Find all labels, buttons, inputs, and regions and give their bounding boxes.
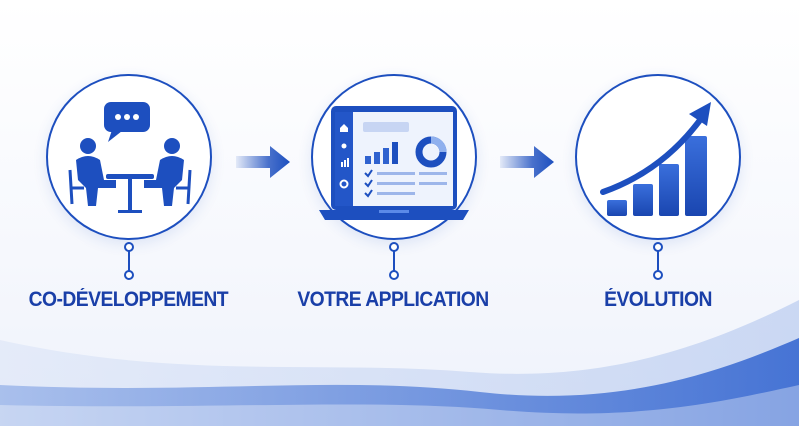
connector-dot-bottom bbox=[653, 270, 663, 280]
arrow-right-icon bbox=[500, 146, 554, 178]
meeting-icon bbox=[68, 102, 192, 213]
arrow-right-icon bbox=[236, 146, 290, 178]
growth-chart-icon bbox=[600, 102, 711, 216]
step-connector bbox=[393, 248, 395, 272]
connector-dot-bottom bbox=[389, 270, 399, 280]
step-circle bbox=[575, 74, 741, 240]
step-connector bbox=[128, 248, 130, 272]
step-label: CO-DÉVELOPPEMENT bbox=[28, 288, 229, 311]
connector-dot-top bbox=[389, 242, 399, 252]
connector-dot-top bbox=[124, 242, 134, 252]
step-circle bbox=[311, 74, 477, 240]
laptop-dashboard-icon bbox=[319, 106, 469, 220]
step-connector bbox=[657, 248, 659, 272]
step-circle bbox=[46, 74, 212, 240]
connector-dot-bottom bbox=[124, 270, 134, 280]
step-label: ÉVOLUTION bbox=[604, 288, 712, 311]
step-label: VOTRE APPLICATION bbox=[297, 288, 489, 311]
connector-dot-top bbox=[653, 242, 663, 252]
